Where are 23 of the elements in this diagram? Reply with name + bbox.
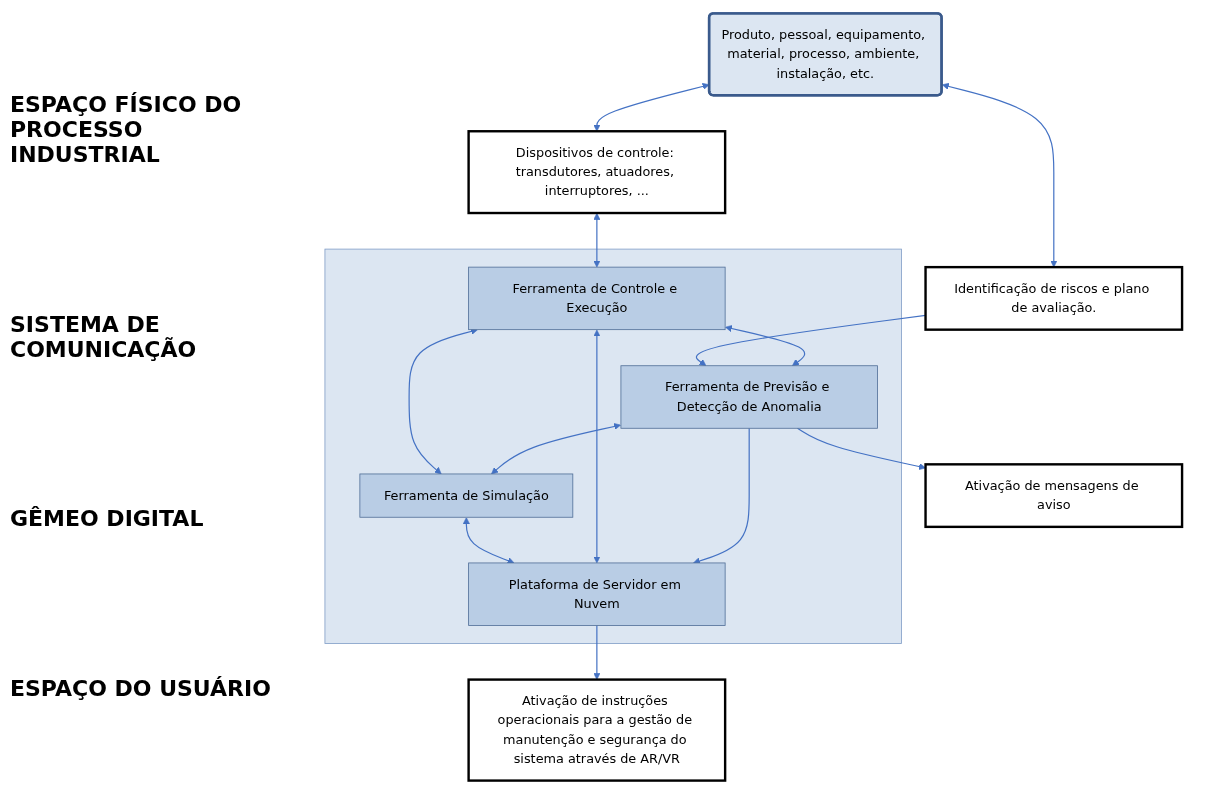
arrow — [408, 327, 478, 474]
arrow — [796, 427, 926, 470]
arrow — [593, 624, 601, 680]
node-box: Ferramenta de Controle e Execução — [468, 266, 726, 330]
layer-label: SISTEMA DE COMUNICAÇÃO — [10, 311, 198, 362]
arrow — [462, 516, 515, 564]
node-box: Ferramenta de Previsão e Detecção de Anomalia — [620, 364, 878, 429]
arrow — [725, 324, 806, 366]
arrow — [593, 329, 601, 563]
node-box: Identificação de riscos e plano de avaliação. — [924, 265, 1184, 331]
layer-label: ESPAÇO DO USUÁRIO — [10, 675, 272, 701]
arrow — [593, 212, 601, 267]
arrow — [693, 427, 750, 564]
node-box: Plataforma de Servidor em Nuvem — [468, 562, 726, 626]
node-box: Ativação de instruções operacionais para a gestão de manutenção e segurança do sistema através de AR/VR — [467, 677, 727, 782]
node-box: Ferramenta de Simulação — [359, 473, 574, 518]
layer-label: GÊMEO DIGITAL — [10, 506, 205, 532]
arrow — [491, 422, 621, 474]
layer-label: ESPAÇO FÍSICO DO PROCESSO INDUSTRIAL — [10, 92, 243, 168]
node-box: Ativação de mensagens de aviso — [924, 462, 1184, 528]
node-box: Dispositivos de controle: transdutores, atuadores, interruptores, ... — [467, 129, 727, 214]
arrow — [941, 82, 1058, 267]
cluster — [324, 248, 902, 644]
